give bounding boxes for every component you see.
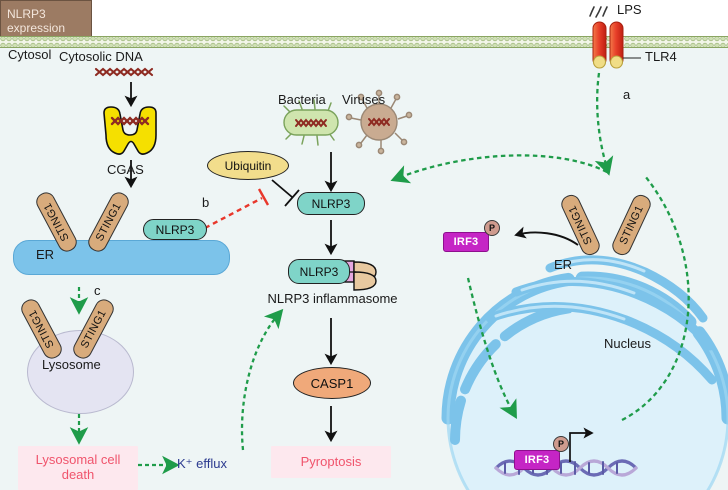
inhibit-ubiquitin-to-nlrp3 [271, 179, 300, 207]
arrow-sting-to-irf3 [514, 226, 579, 246]
cytosolic-dna-icon [94, 67, 154, 77]
phospho-badge-cytosol: P [484, 220, 500, 236]
arrow-sting-to-central-nlrp3 [390, 154, 608, 184]
er-organelle-right-highlight [494, 258, 646, 321]
bacteria-icon [283, 99, 339, 146]
cgas-label: CGAS [107, 162, 144, 177]
nucleus-label: Nucleus [604, 336, 651, 351]
inflammasome-caption: NLRP3 inflammasome [267, 291, 398, 306]
arrow-a-tlr4-to-sting [594, 72, 614, 176]
irf3-cytosol-node[interactable]: IRF3 [443, 232, 489, 252]
er-label-left: ER [36, 247, 55, 262]
inhibit-b-sting-nlrp3 [204, 188, 270, 230]
lps-label: LPS [617, 2, 642, 17]
er-label-right: ER [554, 257, 573, 272]
pyroptosis-box: Pyroptosis [271, 446, 391, 478]
arc-nucleus-to-sting-right [621, 175, 690, 422]
ubiquitin-node[interactable]: Ubiquitin [207, 151, 289, 180]
nlrp3-inflammasome-subunit[interactable]: NLRP3 [288, 259, 350, 284]
bacteria-label: Bacteria [278, 92, 326, 107]
irf3-nucleus-node[interactable]: IRF3 [514, 450, 560, 470]
annotation-c: c [94, 283, 101, 298]
lysosomal-cell-death-box: Lysosomal cell death [18, 446, 138, 490]
plasma-membrane [0, 36, 728, 48]
cytosol-label: Cytosol [8, 47, 52, 62]
er-organelle-left [13, 240, 230, 275]
tlr4-label: TLR4 [645, 49, 677, 64]
arrow-irf3-into-nucleus [466, 277, 517, 420]
cytosolic-dna-label: Cytosolic DNA [59, 49, 143, 64]
lysosome-label: Lysosome [42, 357, 101, 372]
annotation-b: b [202, 195, 210, 210]
virus-icon [345, 89, 413, 155]
nlrp3-expression-line2: expression [7, 21, 66, 35]
viruses-label: Viruses [342, 92, 386, 107]
annotation-a: a [623, 87, 631, 102]
cgas-icon [103, 106, 157, 155]
phospho-badge-nucleus: P [553, 436, 569, 452]
casp1-node[interactable]: CASP1 [293, 367, 371, 399]
nlrp3-er-badge[interactable]: NLRP3 [143, 219, 207, 240]
nlrp3-node[interactable]: NLRP3 [297, 192, 365, 215]
arrow-k-efflux-to-inflammasome [240, 308, 284, 451]
arrow-transcription [569, 427, 594, 462]
tlr4-receptor-icon [592, 21, 641, 69]
k-efflux-label: K⁺ efflux [177, 456, 227, 471]
lps-icon [589, 6, 608, 18]
nlrp3-expression-line1: NLRP3 [7, 7, 46, 22]
